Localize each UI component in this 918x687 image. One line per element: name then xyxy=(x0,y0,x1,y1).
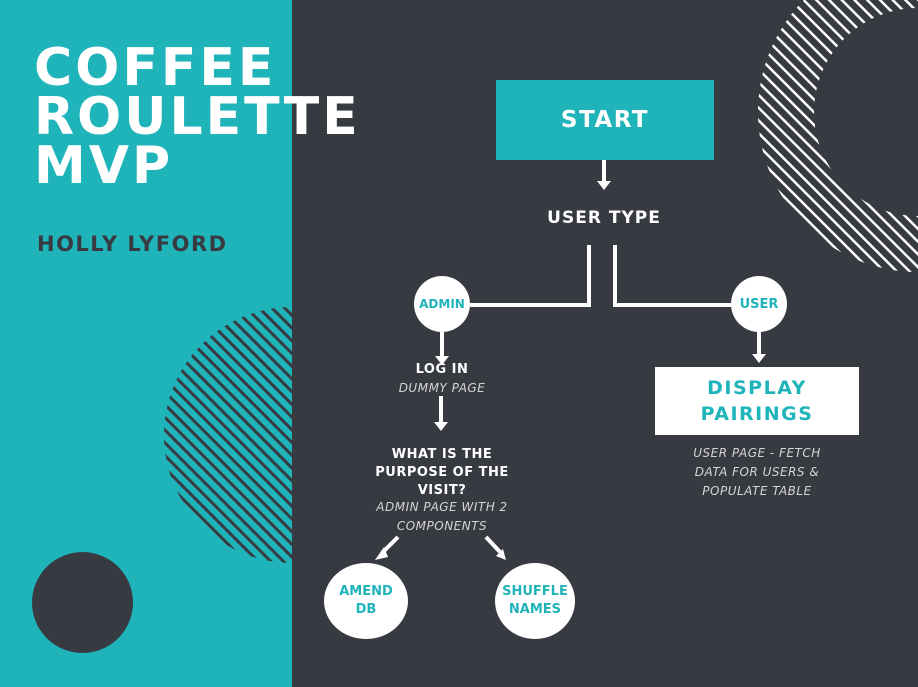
user-type-label: USER TYPE xyxy=(547,208,661,228)
admin-note-line: ADMIN PAGE WITH 2 xyxy=(376,500,508,514)
start-box: START xyxy=(496,80,714,160)
user-node: USER xyxy=(731,276,787,332)
login-note: DUMMY PAGE xyxy=(398,381,486,395)
user-page-note: USER PAGE - FETCH DATA FOR USERS & POPUL… xyxy=(662,444,852,501)
flow-arrowheads xyxy=(375,181,766,560)
amend-line: DB xyxy=(355,602,377,617)
admin-node: ADMIN xyxy=(414,276,470,332)
title-line: COFFEE xyxy=(34,38,277,98)
purpose-question: WHAT IS THE PURPOSE OF THE VISIT? xyxy=(362,446,522,500)
display-line: DISPLAY xyxy=(707,377,807,399)
amend-db-node: AMEND DB xyxy=(324,563,408,639)
user-note-line: DATA FOR USERS & xyxy=(694,465,820,479)
decorative-dark-circle xyxy=(32,552,133,653)
user-note-line: POPULATE TABLE xyxy=(702,484,812,498)
purpose-line: PURPOSE OF THE xyxy=(375,465,509,480)
purpose-line: WHAT IS THE xyxy=(391,447,493,462)
display-line: PAIRINGS xyxy=(700,403,814,425)
hatched-circle-left xyxy=(164,307,292,563)
shuffle-line: SHUFFLE xyxy=(502,584,568,599)
display-pairings-box: DISPLAY PAIRINGS xyxy=(655,367,859,435)
admin-page-note: ADMIN PAGE WITH 2 COMPONENTS xyxy=(357,498,527,536)
flow-connectors xyxy=(380,160,761,555)
circle-mid-right xyxy=(814,8,918,216)
login-label: LOG IN xyxy=(415,362,469,377)
admin-note-line: COMPONENTS xyxy=(396,519,488,533)
title-line: ROULETTE xyxy=(34,87,361,147)
amend-line: AMEND xyxy=(339,584,393,599)
title-line: MVP xyxy=(34,136,174,196)
purpose-line: VISIT? xyxy=(417,483,467,498)
user-note-line: USER PAGE - FETCH xyxy=(693,446,821,460)
shuffle-names-node: SHUFFLE NAMES xyxy=(495,563,575,639)
shuffle-line: NAMES xyxy=(508,602,562,617)
author-name: HOLLY LYFORD xyxy=(37,232,228,256)
slide-title: COFFEE ROULETTE MVP xyxy=(34,38,361,196)
